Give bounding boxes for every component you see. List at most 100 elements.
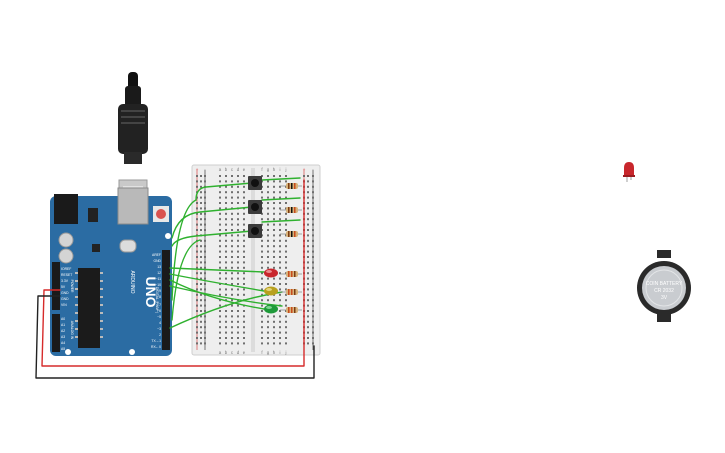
- breadboard-hole[interactable]: [196, 250, 198, 253]
- breadboard-hole[interactable]: [279, 288, 281, 291]
- breadboard-hole[interactable]: [237, 283, 239, 285]
- breadboard-hole[interactable]: [273, 250, 275, 253]
- breadboard-hole[interactable]: [219, 180, 221, 183]
- breadboard-hole[interactable]: [267, 202, 269, 204]
- breadboard-hole[interactable]: [312, 180, 314, 183]
- breadboard-hole[interactable]: [219, 202, 221, 204]
- breadboard-hole[interactable]: [219, 266, 221, 269]
- breadboard-hole[interactable]: [285, 337, 287, 339]
- breadboard-hole[interactable]: [267, 277, 269, 280]
- breadboard[interactable]: a b c d e f g h i j + - + - a b c d e f …: [191, 164, 321, 356]
- breadboard-hole[interactable]: [285, 212, 287, 215]
- breadboard-hole[interactable]: [204, 266, 206, 269]
- breadboard-hole[interactable]: [196, 326, 198, 329]
- breadboard-hole[interactable]: [285, 223, 287, 226]
- breadboard-hole[interactable]: [231, 266, 233, 269]
- wire-pin-4-branch[interactable]: [171, 239, 201, 321]
- breadboard-hole[interactable]: [196, 261, 198, 264]
- breadboard-hole[interactable]: [196, 320, 198, 323]
- breadboard-hole[interactable]: [312, 234, 314, 237]
- breadboard-hole[interactable]: [231, 283, 233, 285]
- breadboard-hole[interactable]: [196, 256, 198, 258]
- breadboard-hole[interactable]: [243, 277, 245, 280]
- breadboard-hole[interactable]: [196, 223, 198, 226]
- breadboard-hole[interactable]: [273, 229, 275, 231]
- breadboard-hole[interactable]: [267, 261, 269, 264]
- breadboard-hole[interactable]: [312, 202, 314, 204]
- breadboard-hole[interactable]: [237, 342, 239, 345]
- breadboard-hole[interactable]: [261, 256, 263, 258]
- breadboard-hole[interactable]: [225, 342, 227, 345]
- breadboard-hole[interactable]: [204, 331, 206, 334]
- breadboard-hole[interactable]: [204, 250, 206, 253]
- breadboard-hole[interactable]: [200, 239, 202, 242]
- breadboard-hole[interactable]: [237, 256, 239, 258]
- breadboard-hole[interactable]: [219, 272, 221, 275]
- breadboard-hole[interactable]: [200, 326, 202, 329]
- breadboard-hole[interactable]: [200, 261, 202, 264]
- breadboard-hole[interactable]: [225, 320, 227, 323]
- breadboard-hole[interactable]: [279, 293, 281, 296]
- breadboard-hole[interactable]: [243, 196, 245, 199]
- wire-rail-1[interactable]: [261, 177, 301, 181]
- breadboard-hole[interactable]: [261, 272, 263, 275]
- breadboard-hole[interactable]: [261, 320, 263, 323]
- breadboard-hole[interactable]: [225, 196, 227, 199]
- breadboard-hole[interactable]: [273, 191, 275, 194]
- breadboard-hole[interactable]: [307, 212, 309, 215]
- breadboard-hole[interactable]: [279, 223, 281, 226]
- breadboard-hole[interactable]: [273, 245, 275, 248]
- breadboard-hole[interactable]: [231, 223, 233, 226]
- breadboard-hole[interactable]: [225, 337, 227, 339]
- breadboard-hole[interactable]: [273, 299, 275, 302]
- breadboard-hole[interactable]: [285, 229, 287, 231]
- breadboard-hole[interactable]: [285, 320, 287, 323]
- breadboard-hole[interactable]: [204, 239, 206, 242]
- breadboard-hole[interactable]: [312, 310, 314, 312]
- breadboard-hole[interactable]: [219, 196, 221, 199]
- breadboard-hole[interactable]: [273, 266, 275, 269]
- breadboard-hole[interactable]: [204, 288, 206, 291]
- breadboard-hole[interactable]: [312, 207, 314, 210]
- breadboard-hole[interactable]: [312, 326, 314, 329]
- breadboard-hole[interactable]: [204, 229, 206, 231]
- breadboard-hole[interactable]: [273, 218, 275, 221]
- breadboard-hole[interactable]: [231, 331, 233, 334]
- breadboard-hole[interactable]: [307, 185, 309, 188]
- breadboard-hole[interactable]: [243, 261, 245, 264]
- breadboard-hole[interactable]: [196, 304, 198, 307]
- resistor-icon[interactable]: [280, 183, 302, 189]
- breadboard-hole[interactable]: [243, 229, 245, 231]
- breadboard-hole[interactable]: [267, 337, 269, 339]
- breadboard-hole[interactable]: [225, 315, 227, 318]
- breadboard-hole[interactable]: [204, 283, 206, 285]
- breadboard-hole[interactable]: [237, 304, 239, 307]
- breadboard-hole[interactable]: [225, 207, 227, 210]
- breadboard-hole[interactable]: [243, 245, 245, 248]
- breadboard-hole[interactable]: [285, 304, 287, 307]
- breadboard-hole[interactable]: [231, 342, 233, 345]
- breadboard-hole[interactable]: [225, 250, 227, 253]
- breadboard-hole[interactable]: [312, 331, 314, 334]
- breadboard-hole[interactable]: [204, 180, 206, 183]
- breadboard-hole[interactable]: [267, 180, 269, 183]
- breadboard-hole[interactable]: [231, 196, 233, 199]
- wire-led-green[interactable]: [169, 279, 265, 310]
- breadboard-hole[interactable]: [312, 288, 314, 291]
- breadboard-hole[interactable]: [225, 218, 227, 221]
- breadboard-hole[interactable]: [243, 223, 245, 226]
- breadboard-hole[interactable]: [200, 245, 202, 248]
- breadboard-hole[interactable]: [285, 250, 287, 253]
- breadboard-hole[interactable]: [279, 331, 281, 334]
- breadboard-hole[interactable]: [200, 218, 202, 221]
- breadboard-hole[interactable]: [231, 337, 233, 339]
- breadboard-hole[interactable]: [261, 223, 263, 226]
- breadboard-hole[interactable]: [200, 277, 202, 280]
- breadboard-hole[interactable]: [267, 239, 269, 242]
- breadboard-hole[interactable]: [261, 315, 263, 318]
- breadboard-hole[interactable]: [285, 202, 287, 204]
- breadboard-hole[interactable]: [312, 337, 314, 339]
- breadboard-hole[interactable]: [261, 212, 263, 215]
- breadboard-hole[interactable]: [196, 202, 198, 204]
- breadboard-hole[interactable]: [261, 304, 263, 307]
